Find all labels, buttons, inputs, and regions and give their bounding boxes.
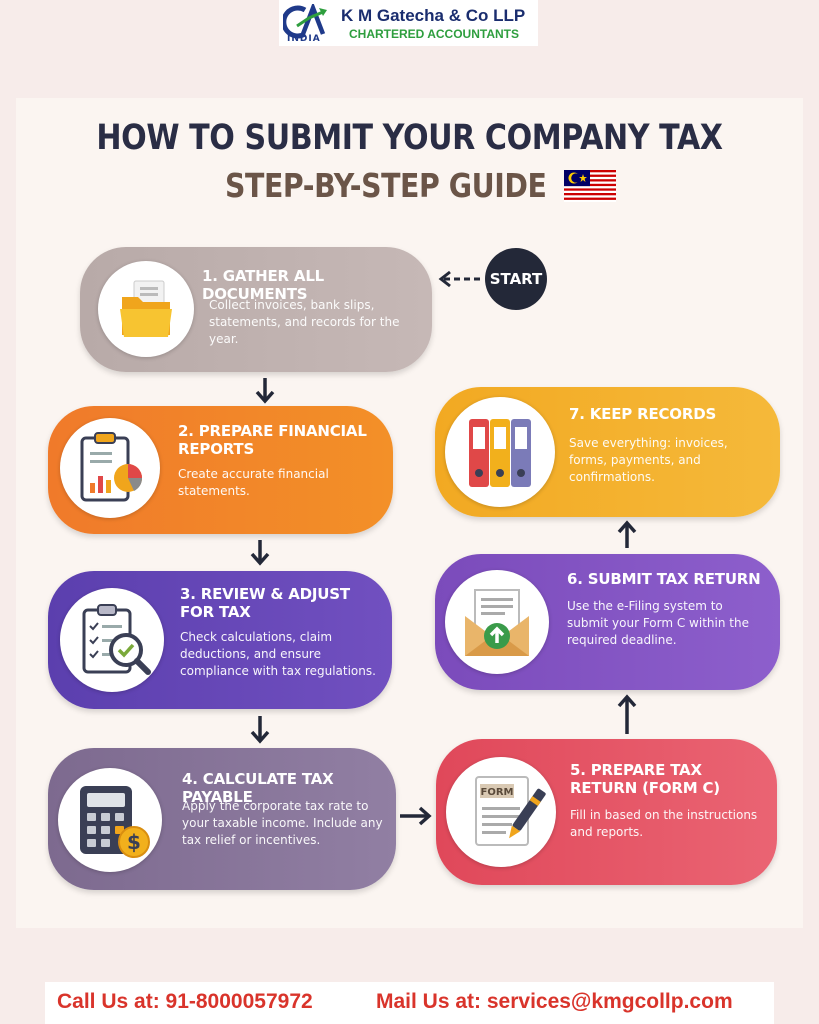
step-3-description: Check calculations, claim deductions, an… [180,630,376,678]
step-2-card: 2. PREPARE FINANCIAL REPORTS Create accu… [48,406,393,534]
contact-footer: Call Us at: 91-8000057972 Mail Us at: se… [45,982,774,1024]
step-1-description: Collect invoices, bank slips, statements… [209,298,400,346]
step-5-title: 5. PREPARE TAX RETURN (FORM C) [570,761,720,797]
checklist-magnifier-icon [60,588,164,692]
step-3-card: 3. REVIEW & ADJUST FOR TAX Check calcula… [48,571,392,709]
step-5-card: FORM 5. PREPARE TAX RETURN (FORM C) Fill… [436,739,777,885]
logo-india-text: INDIA [287,34,321,44]
arrow-down-icon [255,378,275,404]
header-logo-bar: INDIA K M Gatecha & Co LLP CHARTERED ACC… [279,0,538,46]
ca-logo-icon [283,4,327,39]
step-1-card: 1. GATHER ALL DOCUMENTS Collect invoices… [80,247,432,372]
form-pen-icon: FORM [446,757,556,867]
step-6-card: 6. SUBMIT TAX RETURN Use the e-Filing sy… [435,554,780,690]
svg-text:$: $ [127,830,141,854]
step-3-title: 3. REVIEW & ADJUST FOR TAX [180,585,350,621]
arrow-up-icon [617,520,637,548]
arrow-right-icon [400,806,432,826]
start-badge: START [485,248,547,310]
form-label: FORM [481,787,514,798]
step-1-title: 1. GATHER ALL DOCUMENTS [202,267,325,303]
step-7-title: 7. KEEP RECORDS [569,405,717,423]
clipboard-chart-icon [60,418,160,518]
start-arrow-left-icon [438,270,480,288]
step-7-card: 7. KEEP RECORDS Save everything: invoice… [435,387,780,517]
envelope-upload-icon [445,570,549,674]
malaysia-flag-icon [564,170,616,202]
arrow-down-icon [250,540,270,566]
firm-name: K M Gatecha & Co LLP [341,6,526,25]
arrow-down-icon [250,716,270,744]
page-title: HOW TO SUBMIT YOUR COMPANY TAX [96,118,723,158]
email-contact[interactable]: Mail Us at: services@kmgcollp.com [376,990,733,1013]
step-4-card: $ 4. CALCULATE TAX PAYABLE Apply the cor… [48,748,396,890]
calculator-icon: $ [58,768,162,872]
step-4-description: Apply the corporate tax rate to your tax… [182,799,383,847]
step-2-title: 2. PREPARE FINANCIAL REPORTS [178,422,367,458]
arrow-up-icon [617,694,637,734]
step-2-description: Create accurate financial statements. [178,467,329,498]
page-subtitle: STEP-BY-STEP GUIDE [225,166,547,205]
step-6-title: 6. SUBMIT TAX RETURN [567,570,761,588]
step-4-title: 4. CALCULATE TAX PAYABLE [182,770,334,806]
binders-icon [445,397,555,507]
phone-contact[interactable]: Call Us at: 91-8000057972 [57,990,313,1013]
firm-subtitle: CHARTERED ACCOUNTANTS [349,27,519,41]
folder-icon [98,261,194,357]
step-6-description: Use the e-Filing system to submit your F… [567,599,749,647]
step-7-description: Save everything: invoices, forms, paymen… [569,436,728,484]
step-5-description: Fill in based on the instructions and re… [570,808,758,839]
